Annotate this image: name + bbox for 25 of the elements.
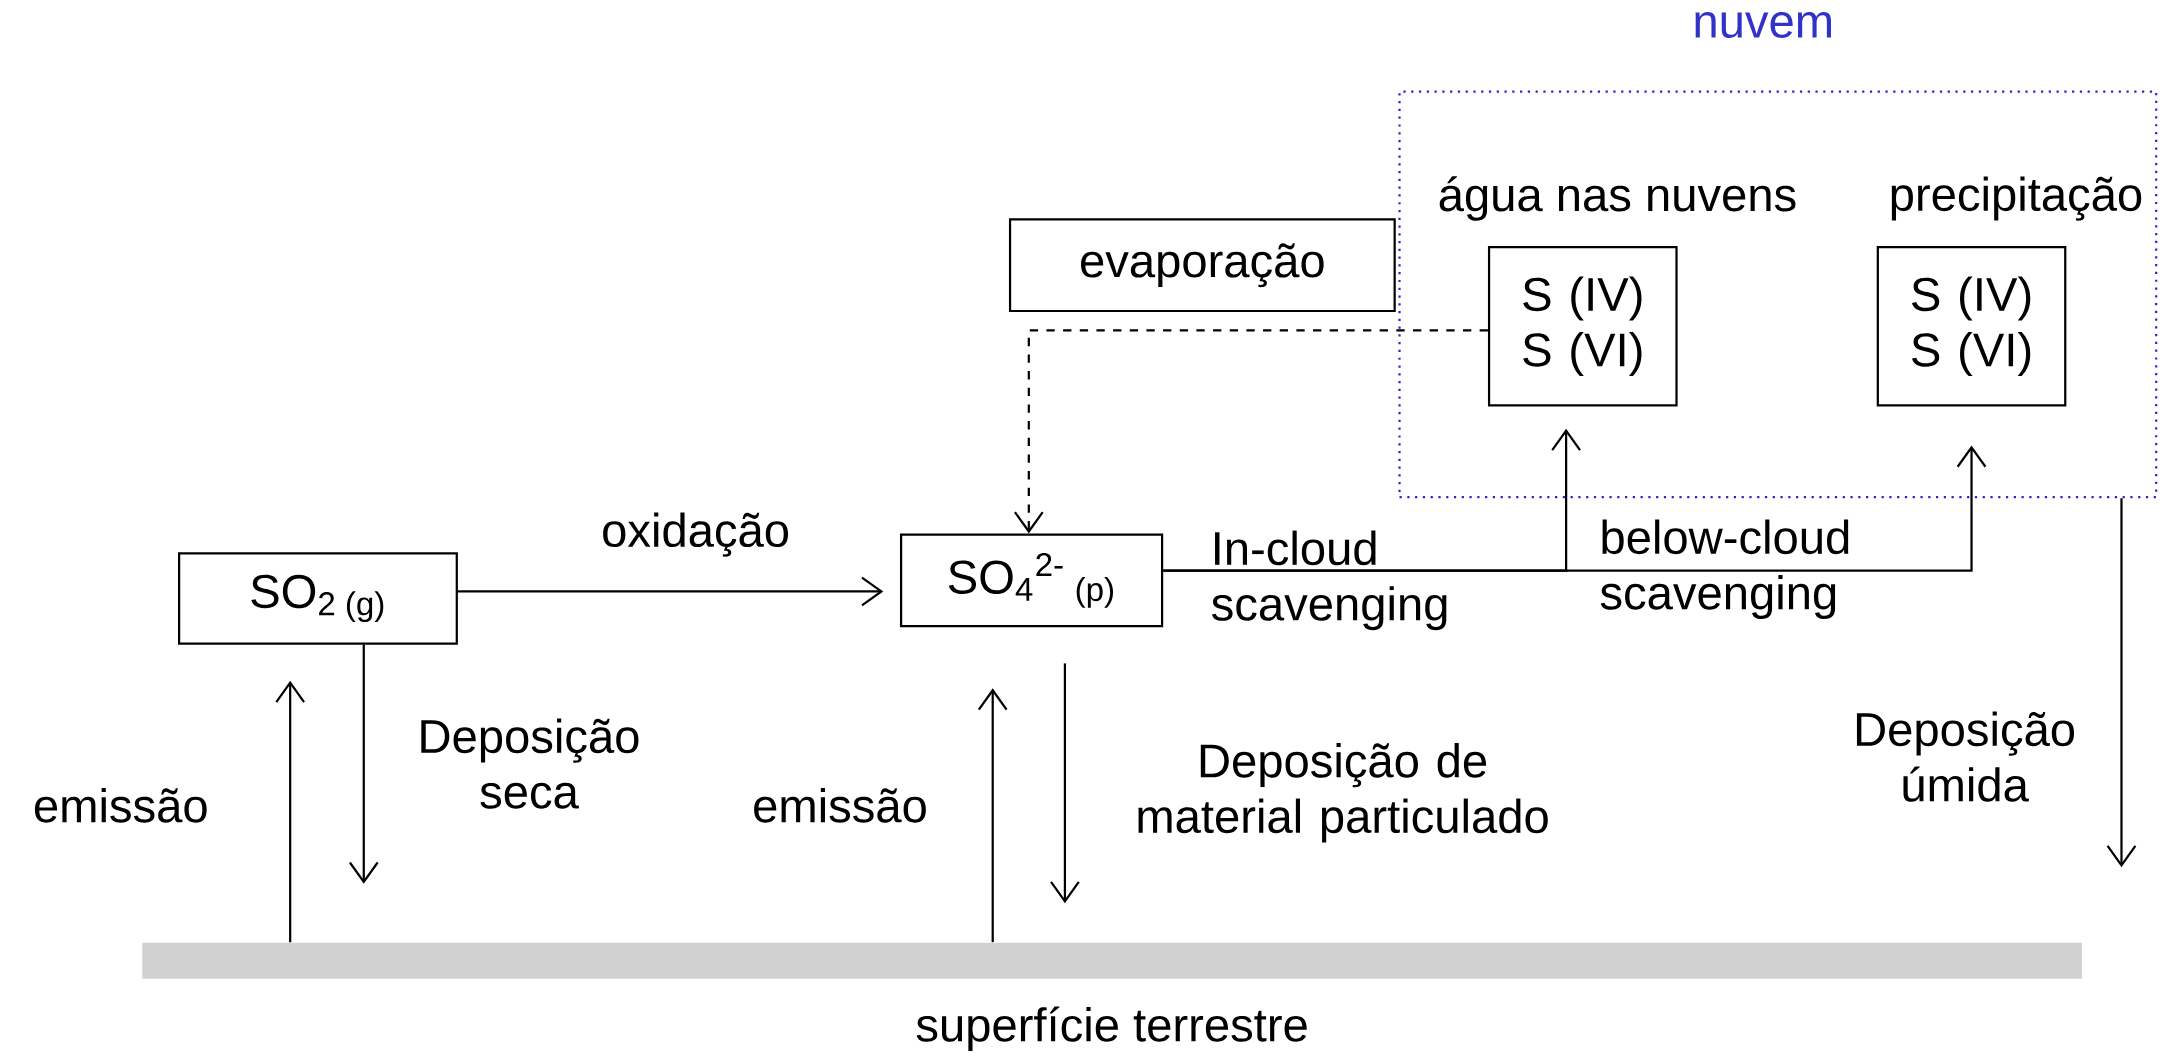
edge-label: below-cloud scavenging xyxy=(1600,519,1849,620)
box-heading: precipitação xyxy=(1891,176,2142,221)
edge-label: Deposição seca xyxy=(421,718,639,809)
arrow xyxy=(349,644,379,885)
arrow xyxy=(2106,498,2137,868)
region-label: nuvem xyxy=(1695,12,1831,39)
process-box: SO$_{2 (g)}$ xyxy=(178,552,458,645)
arrow xyxy=(977,688,1008,943)
edge-label: oxidação xyxy=(603,512,789,557)
process-box: S (IV) S (VI) xyxy=(1876,246,2067,407)
process-box: evaporação xyxy=(1008,218,1396,313)
arrow xyxy=(1014,329,1488,534)
arrow xyxy=(1163,445,1987,572)
arrow xyxy=(457,576,884,607)
process-box: SO$_{4}$2- (p) xyxy=(899,533,1164,628)
box-heading: água nas nuvens xyxy=(1439,176,1796,222)
arrow xyxy=(275,680,305,943)
arrow xyxy=(1050,663,1080,904)
edge-label: Deposição úmida xyxy=(1856,711,2075,802)
edge-label: In-cloud scavenging xyxy=(1212,530,1447,631)
edge-label: emissão xyxy=(34,788,207,823)
ground-label: superfície terrestre xyxy=(916,1006,1307,1052)
process-box: S (IV) S (VI) xyxy=(1487,246,1678,407)
edge-label: emissão xyxy=(754,788,926,823)
edge-label: Deposição de material particulado xyxy=(1138,743,1548,843)
